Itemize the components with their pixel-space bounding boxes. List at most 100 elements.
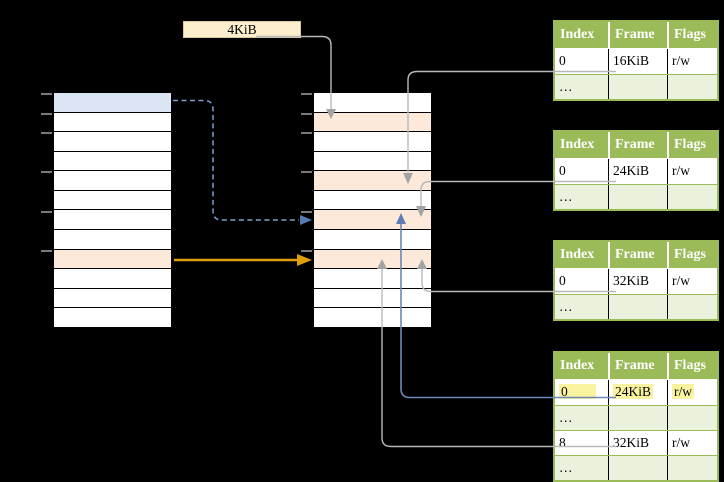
memory-row [314,288,431,309]
column-header: Flags [667,132,717,158]
arrowhead-right-icon [297,254,312,266]
page-table-cell [608,75,667,99]
page-table-cell: 16KiB [608,49,667,74]
page-table-cell [608,406,667,430]
page-table-cell: 24KiB [608,159,667,184]
address-tick [301,93,312,95]
page-table-cell: … [559,299,573,314]
page-table-cell: r/w [667,431,717,455]
page-size-label: 4KiB [227,22,257,37]
highlighted-value: r/w [672,384,694,399]
page-table-cell: r/w [667,380,717,405]
memory-row [314,249,431,270]
address-tick [301,132,312,135]
address-tick [301,210,312,213]
page-table-cell: … [559,79,573,94]
connector-virtual-page8 [174,254,312,266]
column-header: Flags [667,22,717,48]
column-header: Flags [667,353,717,379]
page-table-cell: 24KiB [608,380,667,405]
memory-row [54,93,171,113]
memory-row [314,171,431,191]
column-header: Frame [608,22,667,48]
address-tick [41,112,52,115]
page-size-label-box: 4KiB [183,21,301,38]
page-table-cell [667,456,717,480]
arrowhead-right-icon [300,215,312,225]
page-table-row: … [555,294,717,319]
memory-row [54,269,171,289]
page-table-cell: r/w [667,49,717,74]
memory-row [314,112,431,133]
column-header: Index [560,247,595,262]
page-table-cell [667,295,717,319]
address-tick [41,93,52,95]
page-table-cell: 0 [559,273,566,288]
page-table-cell [608,295,667,319]
page-table-cell: 32KiB [608,431,667,455]
column-header: Flags [667,242,717,268]
page-table-cell: 0 [555,380,608,405]
memory-row [314,132,431,152]
memory-row [54,190,171,211]
memory-row [54,171,171,191]
page-table-cell: 0 [559,163,566,178]
connector-virtual-page0 [173,99,312,225]
memory-row [314,151,431,172]
address-tick [41,249,52,252]
page-table-row: … [555,405,717,430]
address-tick [41,132,52,135]
page-table-row: … [555,455,717,480]
memory-row [54,288,171,309]
page-table-cell: … [559,410,573,425]
page-table-cell: r/w [667,269,717,294]
address-tick [301,249,312,252]
page-table-cell: … [559,189,573,204]
column-header: Index [560,137,595,152]
column-header: Frame [608,242,667,268]
page-table-cell: 0 [559,53,566,68]
virtual-memory-table [41,92,172,329]
address-tick [301,171,312,174]
memory-row [54,210,171,231]
page-table-cell [608,456,667,480]
memory-row [314,210,431,231]
page-table-cell: 8 [559,435,566,450]
memory-row [54,132,171,152]
memory-row [314,269,431,289]
memory-row [54,249,171,270]
page-table-row: … [555,74,717,99]
memory-row [314,308,431,328]
page-table-cell [608,185,667,209]
page-table-cell [667,185,717,209]
memory-row [54,112,171,133]
page-table-cell: 32KiB [608,269,667,294]
page-table-cell [667,75,717,99]
memory-row [314,190,431,211]
address-tick [301,112,312,115]
column-header: Index [560,27,595,42]
column-header: Frame [608,353,667,379]
address-tick [41,171,52,174]
memory-row [314,93,431,113]
page-table-cell [667,406,717,430]
page-table-row: … [555,184,717,209]
physical-memory-table [301,92,432,329]
memory-row [54,230,171,250]
memory-row [314,230,431,250]
page-table-cell: … [559,460,573,475]
